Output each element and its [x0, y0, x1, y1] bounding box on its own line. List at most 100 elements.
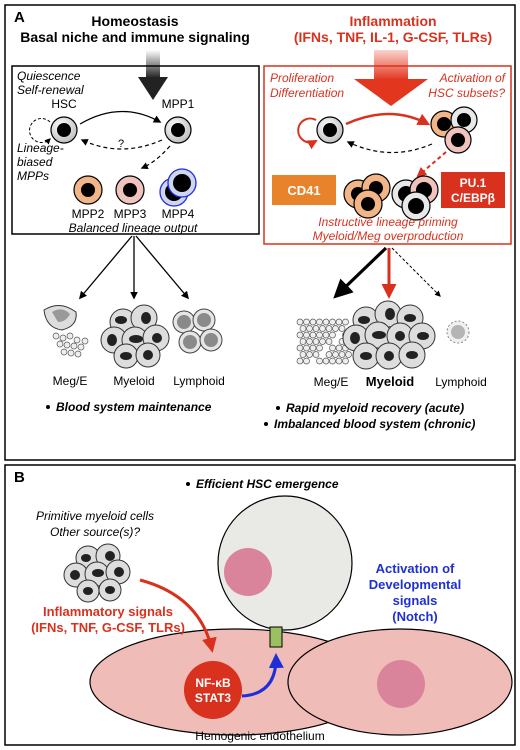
homeo-lymphoid-cluster: [172, 308, 223, 354]
homeo-myeloid-label: Myeloid: [113, 374, 154, 388]
platelet: [309, 318, 317, 326]
inflammation-arrow: [354, 50, 428, 106]
mpp4-cell: [159, 168, 197, 207]
activation-label-2: HSC subsets?: [428, 86, 505, 100]
platelet: [316, 344, 323, 352]
homeo-bullet: Blood system maintenance: [56, 400, 212, 414]
hsc-to-subsets-arrow: [345, 112, 431, 126]
platelet: [306, 351, 313, 358]
mpp4-label: MPP4: [162, 207, 195, 221]
platelet: [316, 357, 323, 365]
mpp2-label: MPP2: [72, 207, 105, 221]
subsets-to-hsc-arrow: [346, 141, 433, 154]
platelet: [335, 344, 343, 352]
emerging-hsc: [217, 495, 353, 631]
homeo-myeloid-cluster: [100, 304, 170, 369]
platelet: [322, 357, 330, 365]
mpp1-to-hsc-arrow: [80, 139, 163, 150]
prolif-label: Proliferation: [270, 71, 334, 85]
inflam-hsc-cell: [316, 116, 344, 144]
self-renewal-label: Self-renewal: [17, 83, 84, 97]
inflammation-subtitle: (IFNs, TNF, IL-1, G-CSF, TLRs): [294, 29, 492, 45]
hsc-cell: [50, 116, 78, 144]
platelet: [332, 325, 339, 332]
platelet: [296, 344, 304, 352]
panel-b-letter: B: [14, 469, 25, 486]
platelet: [299, 325, 307, 332]
diff-label: Differentiation: [270, 86, 344, 100]
notch-receptor: [269, 626, 283, 648]
hsc-to-mpp1-arrow: [79, 110, 162, 125]
inflam-bullet1-dot: [276, 406, 280, 410]
platelet: [316, 318, 323, 326]
balanced-output-label: Balanced lineage output: [69, 221, 198, 235]
platelet: [303, 344, 310, 352]
lineage-biased-label-1: Lineage-: [17, 141, 64, 155]
platelet: [296, 357, 304, 365]
platelet: [325, 351, 333, 358]
panel-a-letter: A: [14, 9, 25, 26]
platelet: [335, 357, 343, 365]
inflam-myeloid-cluster: [342, 300, 436, 370]
inflam-myeloid-label: Myeloid: [366, 374, 414, 389]
inflammatory-signals-label: Inflammatory signals: [43, 604, 173, 619]
lineage-biased-label-2: biased: [17, 155, 53, 169]
platelet: [306, 338, 313, 345]
platelet: [303, 318, 310, 326]
homeostasis-arrow: [138, 50, 168, 100]
cebpb-label: C/EBPβ: [451, 191, 495, 205]
platelet: [325, 325, 333, 332]
homeo-lymphoid-label: Lymphoid: [173, 374, 225, 388]
primitive-myeloid-cluster: [63, 543, 131, 603]
nfkb-stat3-node: [184, 661, 242, 719]
efficient-bullet-dot: [186, 482, 190, 486]
platelet: [299, 338, 307, 345]
platelet: [303, 331, 310, 339]
inflam-meg-cluster: [296, 318, 352, 365]
inflammation-box: [263, 65, 512, 245]
quiescence-label: Quiescence: [17, 69, 81, 83]
homeo-meg-cluster: [43, 305, 89, 358]
inflam-bullet-1: Rapid myeloid recovery (acute): [286, 401, 464, 415]
platelet: [322, 331, 330, 339]
platelet: [338, 351, 346, 358]
homeo-to-lymphoid-arrow: [135, 235, 190, 300]
myeloid-biased-progenitor-cluster: [391, 175, 439, 221]
platelet: [309, 344, 317, 352]
question-mark: ?: [118, 138, 124, 150]
developmental-label-3: signals: [393, 593, 438, 608]
pu1-box: [441, 172, 505, 208]
mpp3-label: MPP3: [114, 207, 147, 221]
platelet: [342, 357, 349, 365]
platelet: [312, 351, 320, 358]
homeostasis-title: Homeostasis: [91, 13, 178, 29]
platelet: [325, 338, 333, 345]
mpp3-cell: [115, 175, 145, 205]
platelet: [319, 325, 326, 332]
cd41-label: CD41: [287, 183, 320, 198]
cd41-box: [272, 175, 336, 205]
inflam-to-meg-arrow: [333, 246, 388, 299]
panel-b-frame: [4, 464, 516, 746]
platelet: [329, 357, 336, 365]
developmental-signal-arrow: [241, 653, 284, 698]
efficient-emergence-label: Efficient HSC emergence: [196, 477, 339, 491]
hsc-label: HSC: [51, 97, 77, 111]
hsc-subsets-cluster: [430, 106, 478, 154]
platelet: [329, 344, 336, 352]
platelet: [296, 318, 304, 326]
platelet: [319, 338, 326, 345]
pu1-label: PU.1: [460, 176, 487, 190]
platelet: [309, 331, 317, 339]
inflammatory-signal-arrow: [139, 578, 217, 653]
platelet: [329, 331, 336, 339]
meg-biased-progenitor-cluster: [343, 173, 391, 219]
platelet: [332, 351, 339, 358]
primitive-label-2: Other source(s)?: [50, 525, 140, 539]
platelet: [299, 351, 307, 358]
lineage-biased-label-3: MPPs: [17, 169, 49, 183]
platelet: [306, 325, 313, 332]
developmental-label-1: Activation of: [376, 561, 455, 576]
